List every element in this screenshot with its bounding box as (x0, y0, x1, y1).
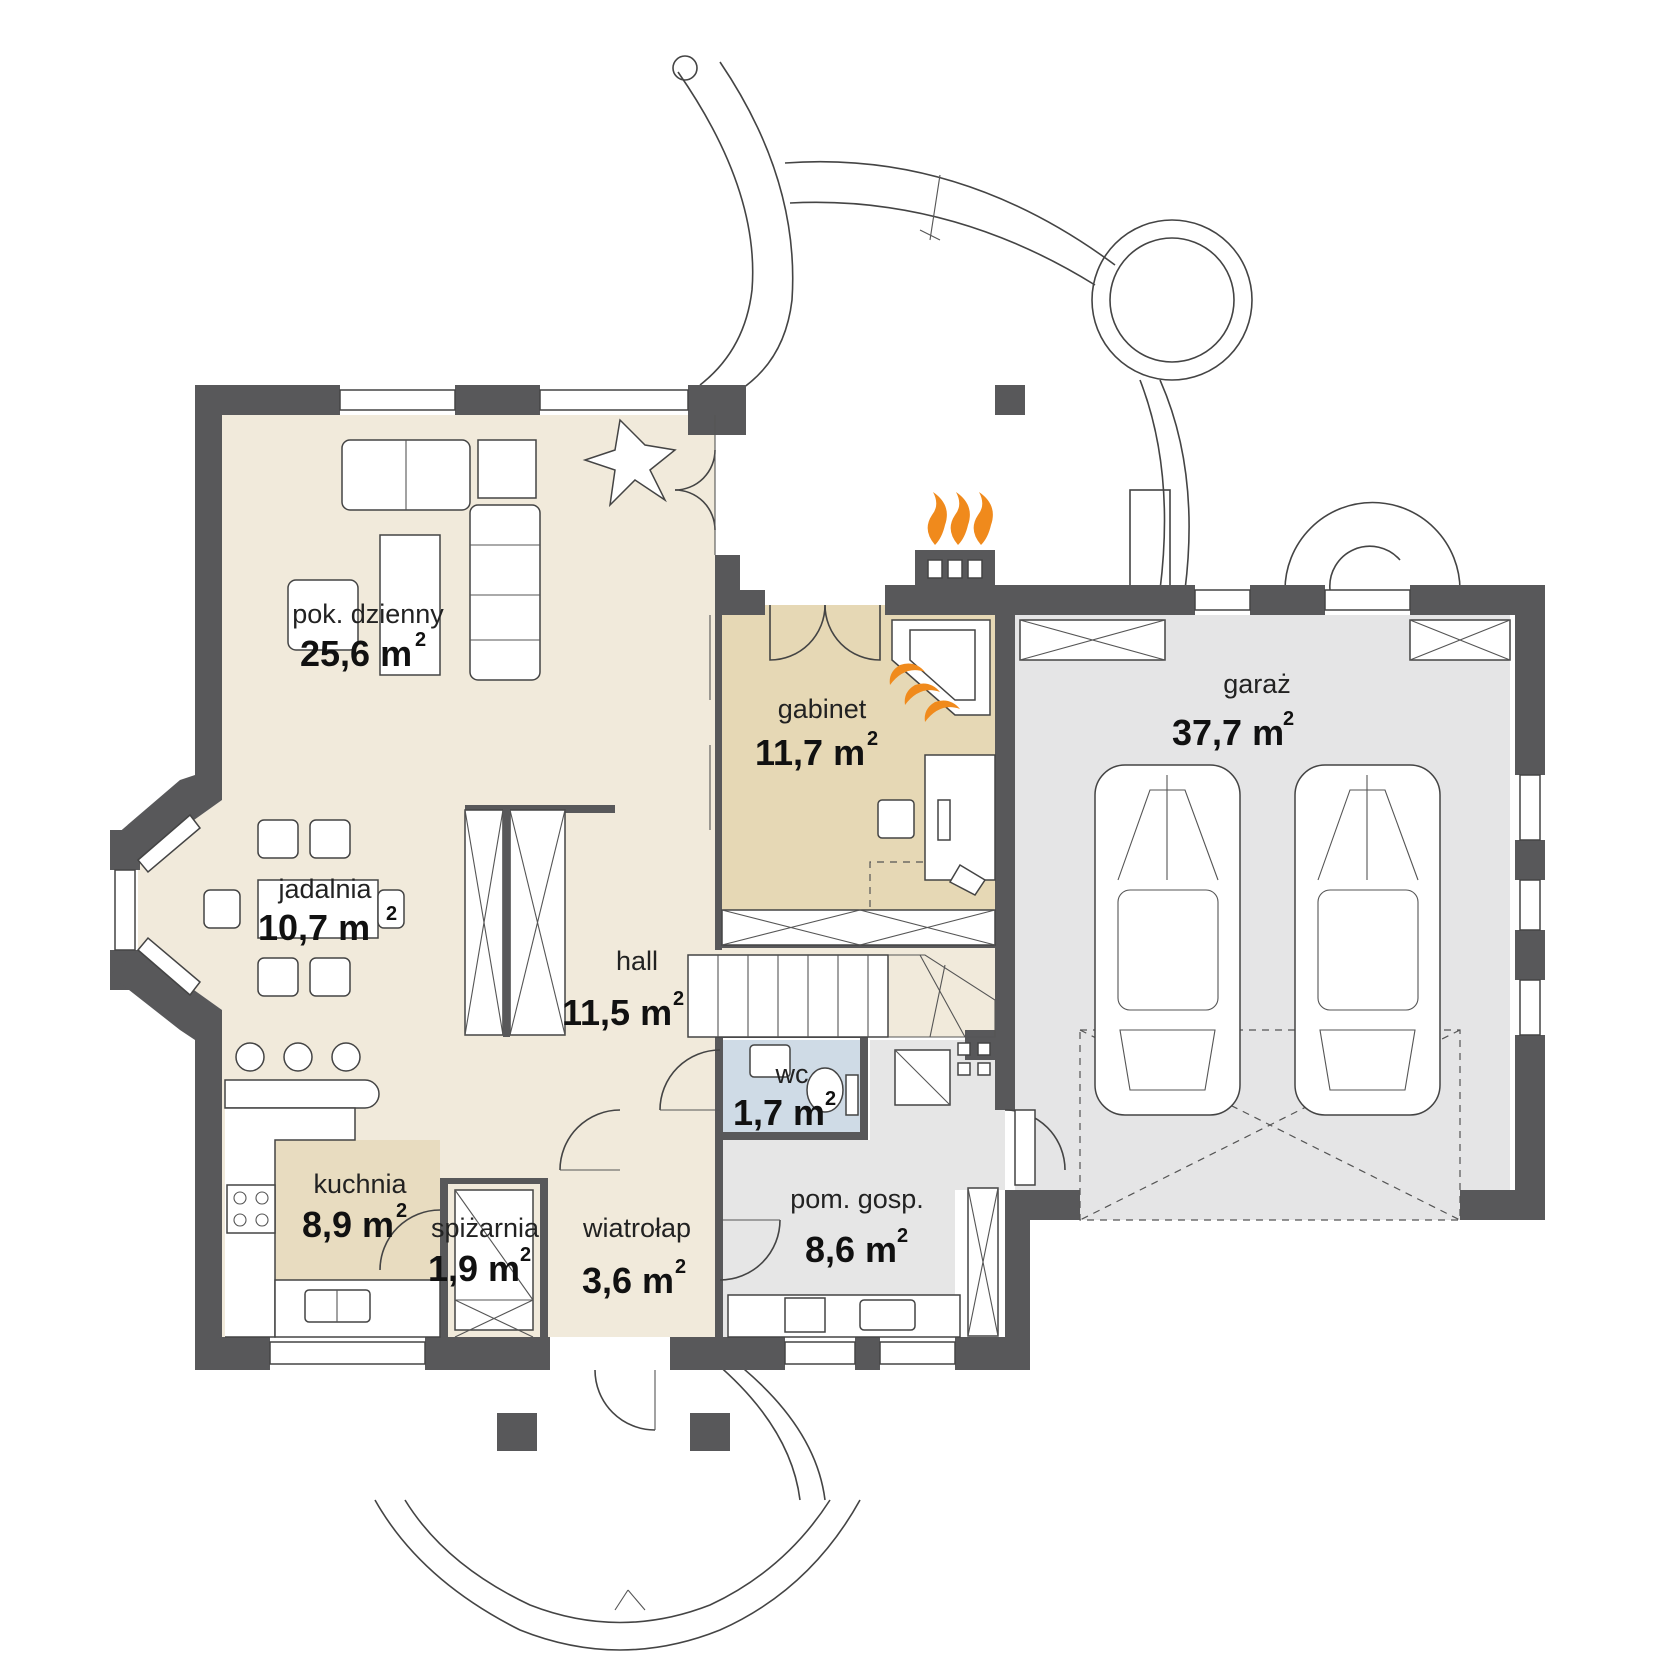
fireplace-flames (889, 492, 993, 722)
room-area-sup: 2 (520, 1244, 531, 1266)
room-area-sup: 2 (897, 1225, 908, 1247)
dining-furniture (203, 819, 405, 997)
room-area-sup: 2 (1283, 708, 1294, 730)
windows (114, 389, 1541, 1365)
wc-fixtures (749, 1044, 859, 1116)
room-name: wc (775, 1059, 809, 1089)
room-area: 8,6 m (805, 1229, 897, 1270)
room-area: 10,7 m (258, 907, 370, 948)
room-area: 8,9 m (302, 1204, 394, 1245)
room-label-wc: wc 1,7 m 2 (733, 1059, 836, 1133)
room-label-kuchnia: kuchnia 8,9 m 2 (302, 1169, 408, 1245)
car-left (1094, 764, 1241, 1116)
room-label-spizarnia: spiżarnia 1,9 m 2 (428, 1213, 540, 1289)
utility-fixtures (727, 1042, 1066, 1338)
room-label-pom-gosp: pom. gosp. 8,6 m 2 (790, 1184, 924, 1270)
walls (110, 385, 1545, 1370)
room-name: hall (616, 946, 658, 976)
room-label-hall: hall 11,5 m 2 (562, 946, 684, 1033)
room-name: gabinet (778, 694, 867, 724)
room-area-sup: 2 (396, 1200, 407, 1222)
room-name: pom. gosp. (790, 1184, 924, 1214)
room-name: kuchnia (313, 1169, 407, 1199)
room-area-sup: 2 (386, 903, 397, 925)
kitchen-floor (275, 1140, 440, 1280)
room-area: 37,7 m (1172, 712, 1284, 753)
outdoor-paths (374, 55, 1461, 1651)
room-area-sup: 2 (867, 728, 878, 750)
kitchen-fixtures (224, 1042, 534, 1338)
room-name: pok. dzienny (292, 599, 444, 629)
room-label-gabinet: gabinet 11,7 m 2 (755, 694, 878, 773)
room-area: 11,7 m (755, 732, 865, 773)
room-area-sup: 2 (675, 1256, 686, 1278)
room-label-garaz: garaż 37,7 m 2 (1172, 669, 1294, 753)
room-area: 1,9 m (428, 1248, 520, 1289)
room-label-wiatrolap: wiatrołap 3,6 m 2 (582, 1213, 691, 1301)
room-label-pok-dzienny: pok. dzienny 25,6 m 2 (292, 599, 444, 674)
room-label-jadalnia: jadalnia 10,7 m 2 (258, 874, 397, 948)
room-labels: pok. dzienny 25,6 m 2 jadalnia 10,7 m 2 … (258, 599, 1294, 1301)
room-area-sup: 2 (673, 988, 684, 1010)
room-name: spiżarnia (431, 1213, 540, 1243)
garage-fixtures (1019, 619, 1511, 1221)
entry-doors (559, 1049, 781, 1431)
hall-fixtures (464, 805, 996, 1038)
room-name: jadalnia (277, 874, 372, 904)
room-area-sup: 2 (825, 1088, 836, 1110)
room-name: garaż (1223, 669, 1291, 699)
living-furniture (287, 415, 716, 681)
office-furniture (709, 604, 996, 946)
room-area: 25,6 m (300, 633, 412, 674)
car-right (1294, 764, 1441, 1116)
room-area-sup: 2 (415, 629, 426, 651)
room-area: 11,5 m (562, 992, 672, 1033)
room-name: wiatrołap (582, 1213, 691, 1243)
room-area: 1,7 m (733, 1092, 825, 1133)
room-area: 3,6 m (582, 1260, 674, 1301)
